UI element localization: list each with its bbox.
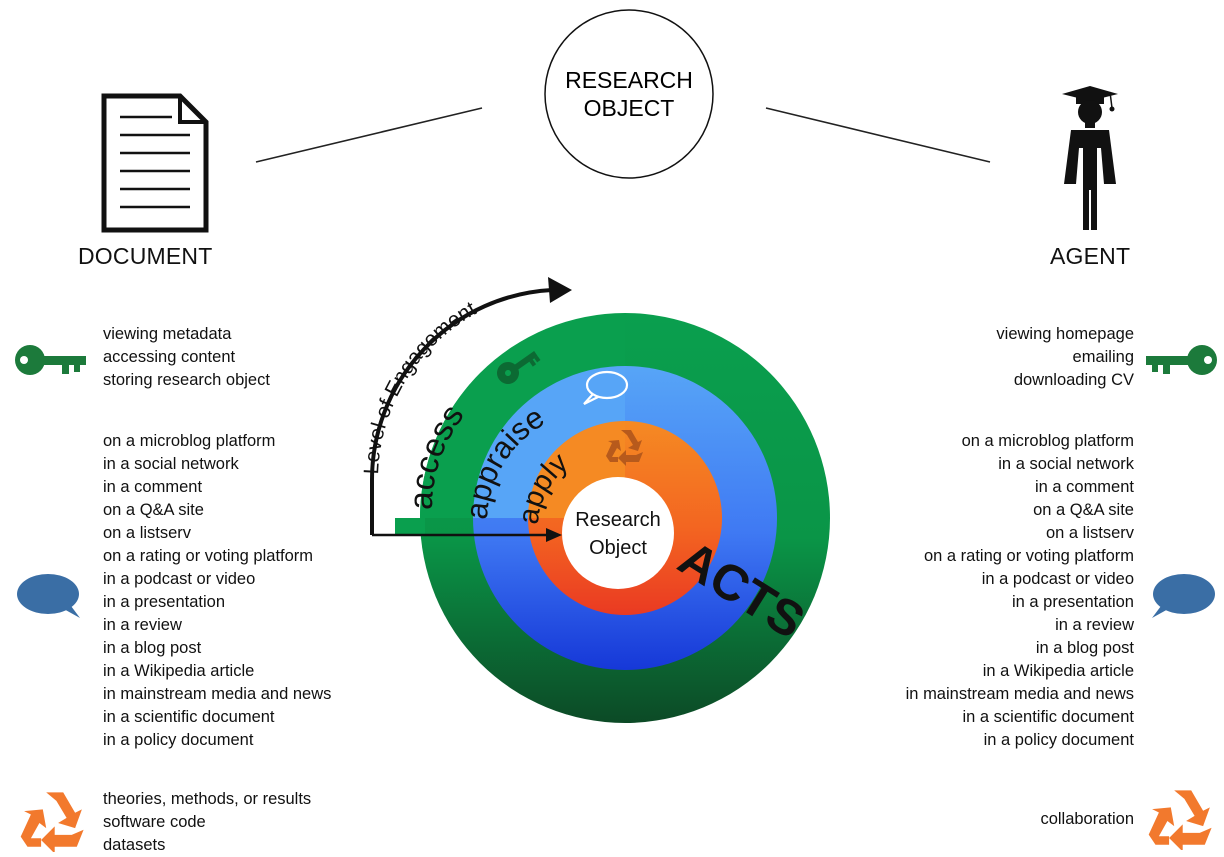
list-item: on a Q&A site [1033,501,1134,519]
list-item: on a listserv [103,524,192,542]
key-icon [15,345,86,375]
research-object-label-line1: RESEARCH [565,67,693,93]
list-item: emailing [1072,348,1134,366]
list-item: in a social network [998,455,1134,473]
list-item: on a rating or voting platform [103,547,314,565]
agent-apply-list: collaboration [1040,808,1134,831]
list-item: in a Wikipedia article [103,662,255,680]
list-item: in a podcast or video [103,570,256,588]
agent-appraise-list: on a microblog platform in a social netw… [906,430,1134,752]
speech-bubble-icon [1152,574,1215,618]
list-item: in mainstream media and news [905,685,1134,703]
engagement-arrow-arc [369,288,553,535]
engagement-diagram: Research Object Level of Engagement acce… [360,270,830,723]
list-item: on a microblog platform [103,432,276,450]
list-item: in a scientific document [962,708,1134,726]
list-item: on a microblog platform [961,432,1134,450]
ring-recycle-icon [606,430,643,466]
top-graphic: RESEARCH OBJECT [101,9,1118,233]
list-item: viewing metadata [103,325,232,343]
document-appraise-list: on a microblog platform in a social netw… [103,430,331,752]
research-object-circle [544,9,714,179]
list-item: in a comment [103,478,203,496]
list-item: in a blog post [1035,639,1134,657]
list-item: in a presentation [103,593,226,611]
connector-line-right [765,107,991,163]
core-label-line2: Object [589,537,647,559]
document-access-list: viewing metadata accessing content stori… [103,323,270,392]
list-item: datasets [103,836,166,854]
list-item: theories, methods, or results [103,790,312,808]
recycle-icon [20,792,84,852]
list-item: accessing content [103,348,236,366]
list-item: on a Q&A site [103,501,204,519]
graduate-agent-icon [1062,86,1118,230]
ring-key-icon [497,351,541,384]
agent-label: AGENT [1050,243,1131,269]
recycle-icon [1148,790,1212,850]
list-item: in a comment [1034,478,1134,496]
list-item: viewing homepage [996,325,1134,343]
list-item: in a presentation [1011,593,1134,611]
list-item: downloading CV [1013,371,1134,389]
speech-bubble-icon [17,574,80,618]
list-item: in a policy document [103,731,254,749]
ring-speech-icon [583,370,629,405]
core-label-line1: Research [575,509,661,531]
connector-line-left [255,107,483,163]
agent-access-list: viewing homepage emailing downloading CV [996,323,1134,392]
research-object-label-line2: OBJECT [584,95,675,121]
list-item: in mainstream media and news [103,685,332,703]
core-circle [562,477,674,589]
document-icon [101,93,209,233]
list-item: on a listserv [1045,524,1134,542]
list-item: software code [103,813,206,831]
list-item: in a review [103,616,182,634]
list-item: on a rating or voting platform [923,547,1134,565]
list-item: in a policy document [983,731,1134,749]
list-item: collaboration [1040,810,1134,828]
list-item: in a podcast or video [981,570,1134,588]
list-item: storing research object [103,371,270,389]
list-item: in a scientific document [103,708,275,726]
list-item: in a social network [103,455,239,473]
engagement-arrow-head [548,277,572,303]
list-item: in a review [1055,616,1134,634]
key-icon [1146,345,1217,375]
list-item: in a Wikipedia article [982,662,1134,680]
document-label: DOCUMENT [78,243,213,269]
document-apply-list: theories, methods, or results software c… [103,788,311,857]
list-item: in a blog post [103,639,202,657]
